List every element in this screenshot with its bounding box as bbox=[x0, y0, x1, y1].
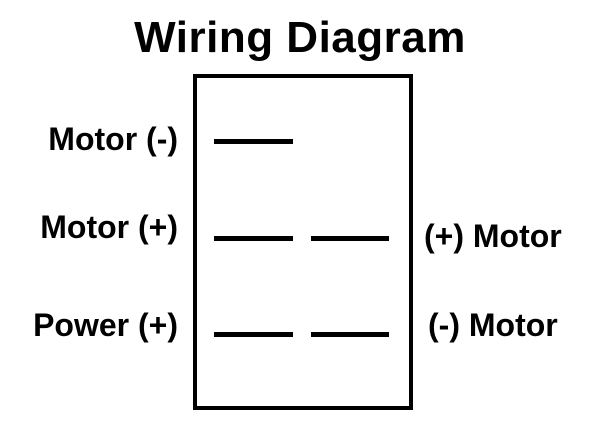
label-motor-positive-left: Motor (+) bbox=[40, 209, 178, 245]
diagram-title: Wiring Diagram bbox=[134, 13, 466, 62]
terminal-left-middle bbox=[214, 236, 293, 241]
label-motor-positive-right: (+) Motor bbox=[424, 218, 562, 254]
label-motor-negative-right: (-) Motor bbox=[428, 307, 558, 343]
label-motor-negative-left: Motor (-) bbox=[48, 121, 178, 157]
terminal-left-bottom bbox=[214, 332, 293, 337]
terminal-right-bottom bbox=[311, 332, 389, 337]
terminal-left-top bbox=[214, 139, 293, 144]
switch-body bbox=[193, 74, 413, 410]
terminal-right-middle bbox=[311, 236, 389, 241]
label-power-positive: Power (+) bbox=[33, 307, 178, 343]
